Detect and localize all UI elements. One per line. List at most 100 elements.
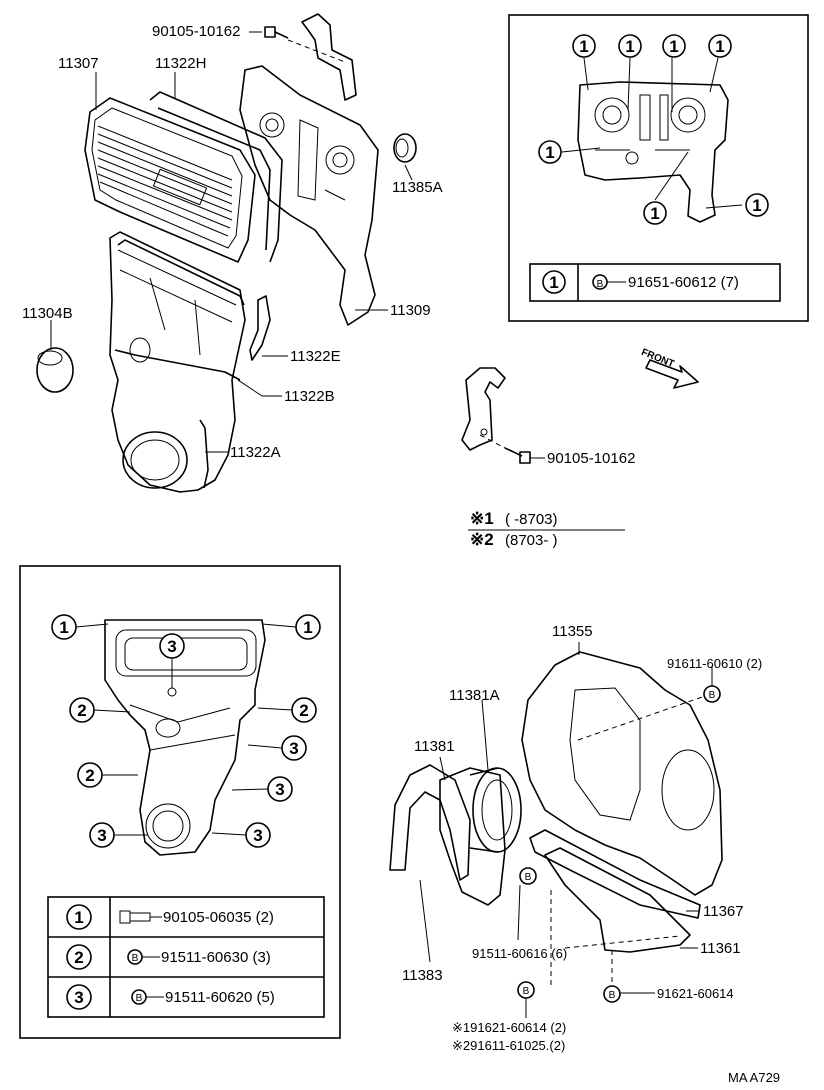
svg-text:3: 3	[97, 826, 106, 845]
legend-part-2: 91511-60630 (3)	[161, 949, 271, 966]
svg-text:3: 3	[289, 739, 298, 758]
end-plate-assembly	[389, 651, 723, 988]
marker-2: 2	[69, 697, 95, 723]
legend-row-2: 2 B 91511-60630 (3)	[66, 944, 271, 970]
marker-3: 3	[159, 633, 185, 659]
label-11307: 11307	[58, 55, 99, 72]
label-11322A: 11322A	[230, 444, 281, 461]
marker-3: 3	[89, 822, 115, 848]
label-11304B: 11304B	[22, 305, 73, 322]
label-11381A: 11381A	[449, 687, 500, 704]
note1-text: ( -8703)	[505, 511, 558, 528]
marker-3: 3	[245, 822, 271, 848]
label-11322E: 11322E	[290, 348, 341, 365]
svg-text:B: B	[609, 990, 616, 1001]
marker-3: 3	[281, 735, 307, 761]
svg-text:B: B	[597, 279, 604, 290]
inset-box-top-right	[508, 14, 809, 322]
timing-cover-assembly	[36, 13, 417, 493]
svg-text:1: 1	[650, 204, 659, 223]
top-right-markers: 1 1 1 1 1 1 1 1 B 91651-60612 (7)	[538, 34, 769, 294]
label-11355: 11355	[552, 623, 593, 640]
period-notes: ※1 ( -8703) ※2 (8703- )	[468, 509, 625, 549]
legend-part-3: 91511-60620 (5)	[165, 989, 275, 1006]
svg-text:1: 1	[549, 273, 558, 292]
marker-1: 1	[618, 34, 642, 58]
label-11361: 11361	[700, 940, 741, 957]
label-11383: 11383	[402, 967, 443, 984]
marker-1: 1	[538, 140, 562, 164]
label-bolt-mid: 90105-10162	[547, 450, 635, 467]
marker-1: 1	[708, 34, 732, 58]
label-11367: 11367	[703, 903, 744, 920]
svg-text:1: 1	[545, 143, 554, 162]
legend-marker-1: 1	[542, 270, 566, 294]
label-bolt-top: 90105-10162	[152, 23, 240, 40]
marker-1: 1	[51, 614, 77, 640]
label-11322B: 11322B	[284, 388, 335, 405]
svg-text:B: B	[523, 986, 530, 997]
label-bolt-91621-60614: 91621-60614	[657, 986, 734, 1001]
svg-text:1: 1	[752, 196, 761, 215]
marker-1: 1	[662, 34, 686, 58]
marker-2: 2	[291, 697, 317, 723]
b-marker: B	[519, 867, 537, 885]
legend-bottom-left: 1 90105-06035 (2) 2 B 91511-60630 (3) 3 …	[66, 904, 275, 1010]
label-bolt-91511-60616: 91511-60616 (6)	[472, 946, 567, 961]
svg-text:1: 1	[59, 618, 68, 637]
marker-2: 2	[77, 762, 103, 788]
svg-text:FRONT: FRONT	[640, 347, 676, 370]
leader-lines-top	[50, 31, 413, 453]
label-11322H: 11322H	[155, 55, 206, 72]
svg-text:2: 2	[85, 766, 94, 785]
footnote-2: ※291611-61025.(2)	[452, 1038, 565, 1053]
svg-text:1: 1	[715, 37, 724, 56]
b-marker: B	[703, 685, 721, 703]
legend-part-1: 90105-06035 (2)	[163, 909, 274, 926]
marker-1: 1	[745, 193, 769, 217]
legend-row-1: 1 90105-06035 (2)	[66, 904, 274, 930]
note1-mark: ※1	[470, 509, 494, 528]
b-marker: B	[603, 985, 621, 1003]
svg-text:B: B	[709, 690, 716, 701]
mid-bracket	[461, 367, 545, 464]
legend-row-3: 3 B 91511-60620 (5)	[66, 984, 275, 1010]
marker-1: 1	[572, 34, 596, 58]
svg-text:B: B	[136, 993, 143, 1004]
svg-text:3: 3	[275, 780, 284, 799]
svg-text:3: 3	[167, 637, 176, 656]
note2-text: (8703- )	[505, 532, 558, 549]
svg-text:3: 3	[253, 826, 262, 845]
label-11381: 11381	[414, 738, 455, 755]
b-markers: B B B B	[517, 685, 721, 1018]
note2-mark: ※2	[470, 530, 494, 549]
svg-text:1: 1	[303, 618, 312, 637]
footnote-1: ※191621-60614 (2)	[452, 1020, 566, 1035]
svg-text:B: B	[525, 872, 532, 883]
svg-text:2: 2	[77, 701, 86, 720]
legend-b-marker: B	[592, 274, 608, 290]
marker-3: 3	[267, 776, 293, 802]
b-marker: B	[517, 981, 535, 999]
marker-1: 1	[643, 201, 667, 225]
svg-text:2: 2	[74, 948, 83, 967]
leader-lines-bottom-right	[419, 642, 713, 994]
label-bolt-91611-60610: 91611-60610 (2)	[667, 656, 762, 671]
code-reference: MA A729	[728, 1070, 780, 1085]
svg-text:3: 3	[74, 988, 83, 1007]
front-arrow-icon: FRONT	[640, 347, 699, 389]
inset-box-bottom-left	[19, 565, 341, 1039]
svg-text:2: 2	[299, 701, 308, 720]
label-11309: 11309	[390, 302, 431, 319]
label-11385A: 11385A	[392, 179, 443, 196]
svg-text:1: 1	[74, 908, 83, 927]
svg-text:1: 1	[625, 37, 634, 56]
svg-text:B: B	[132, 953, 139, 964]
legend-top-part: 91651-60612 (7)	[628, 274, 739, 291]
bottom-left-markers: 1 1 3 2 2 3 2 3 3 3	[51, 614, 321, 848]
bolt-icon	[119, 910, 151, 924]
svg-text:1: 1	[579, 37, 588, 56]
marker-1: 1	[295, 614, 321, 640]
svg-text:1: 1	[669, 37, 678, 56]
